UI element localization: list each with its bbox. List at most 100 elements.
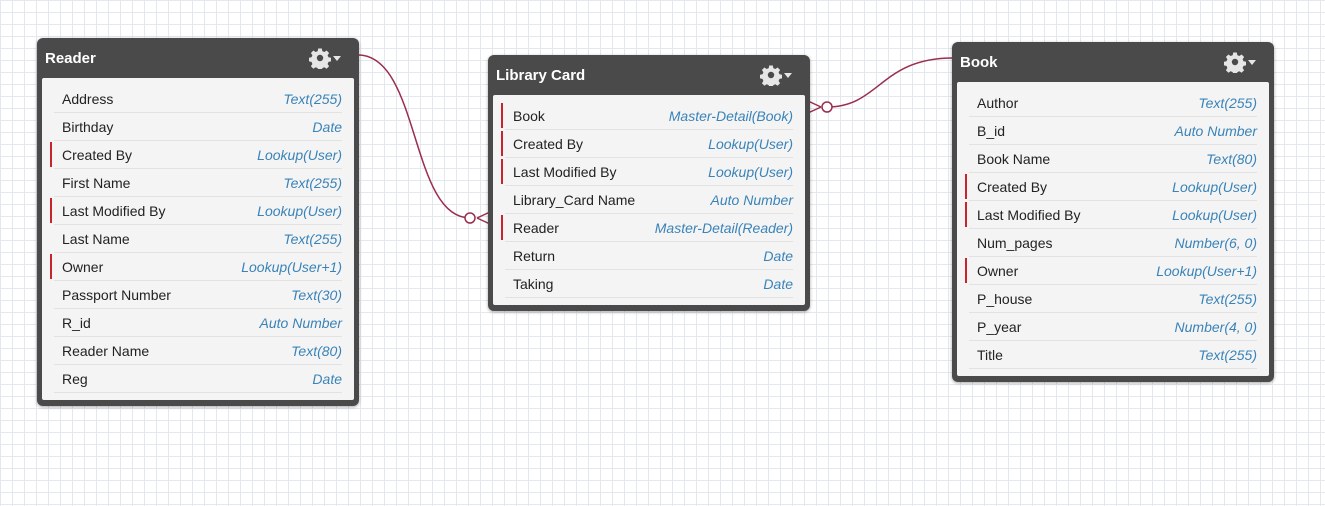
entity-title: Reader xyxy=(45,50,96,67)
field-name: Book xyxy=(513,108,545,124)
gear-icon xyxy=(760,64,782,86)
gear-icon xyxy=(1224,51,1246,73)
gear-icon xyxy=(309,47,331,69)
field-type: Text(255) xyxy=(283,231,342,247)
field-type: Auto Number xyxy=(710,192,793,208)
field-name: Book Name xyxy=(977,151,1051,167)
field-type: Text(80) xyxy=(291,343,342,359)
field-name: Address xyxy=(62,91,114,107)
field-type: Lookup(User) xyxy=(257,147,342,163)
field-type: Date xyxy=(763,248,793,264)
field-type: Text(80) xyxy=(1206,151,1257,167)
field-type: Lookup(User+1) xyxy=(241,259,342,275)
book-to-library-card-connector[interactable] xyxy=(826,57,954,108)
field-row[interactable]: Reg Date xyxy=(54,365,342,393)
settings-menu-button[interactable] xyxy=(760,64,794,86)
settings-menu-button[interactable] xyxy=(309,47,343,69)
field-row[interactable]: Created By Lookup(User) xyxy=(50,141,342,169)
field-name: Author xyxy=(977,95,1019,111)
field-row[interactable]: Return Date xyxy=(505,242,793,270)
field-row[interactable]: Last Name Text(255) xyxy=(54,225,342,253)
field-type: Text(255) xyxy=(1198,291,1257,307)
field-type: Number(4, 0) xyxy=(1174,319,1257,335)
entity-title: Book xyxy=(960,54,998,71)
field-row[interactable]: Owner Lookup(User+1) xyxy=(50,253,342,281)
field-row[interactable]: Title Text(255) xyxy=(969,341,1257,369)
field-name: Created By xyxy=(977,179,1048,195)
field-type: Lookup(User) xyxy=(708,164,793,180)
field-name: Created By xyxy=(62,147,133,163)
field-row[interactable]: Address Text(255) xyxy=(54,85,342,113)
field-name: Taking xyxy=(513,276,554,292)
entity-header: Library Card xyxy=(488,55,810,95)
field-name: Reader xyxy=(513,220,559,236)
field-type: Lookup(User) xyxy=(1172,207,1257,223)
caret-down-icon xyxy=(331,53,343,63)
field-name: Last Modified By xyxy=(513,164,617,180)
field-type: Date xyxy=(312,119,342,135)
field-row[interactable]: P_year Number(4, 0) xyxy=(969,313,1257,341)
reader-lc-optional-circle xyxy=(464,212,476,224)
field-type: Date xyxy=(763,276,793,292)
field-name: Num_pages xyxy=(977,235,1053,251)
field-row[interactable]: Reader Master-Detail(Reader) xyxy=(501,214,793,242)
field-type: Date xyxy=(312,371,342,387)
field-type: Lookup(User) xyxy=(257,203,342,219)
settings-menu-button[interactable] xyxy=(1224,51,1258,73)
field-name: Title xyxy=(977,347,1003,363)
field-type: Text(255) xyxy=(1198,347,1257,363)
field-name: Created By xyxy=(513,136,584,152)
entity-title: Library Card xyxy=(496,67,586,84)
field-type: Lookup(User+1) xyxy=(1156,263,1257,279)
field-row[interactable]: Birthday Date xyxy=(54,113,342,141)
entity-header: Book xyxy=(952,42,1274,82)
field-type: Master-Detail(Reader) xyxy=(654,220,793,236)
field-row[interactable]: Num_pages Number(6, 0) xyxy=(969,229,1257,257)
field-row[interactable]: Last Modified By Lookup(User) xyxy=(965,201,1257,229)
field-row[interactable]: Book Name Text(80) xyxy=(969,145,1257,173)
field-type: Number(6, 0) xyxy=(1174,235,1257,251)
field-name: Owner xyxy=(62,259,104,275)
field-name: P_year xyxy=(977,319,1022,335)
book-lc-optional-circle xyxy=(821,101,833,113)
field-type: Text(255) xyxy=(283,91,342,107)
field-name: Passport Number xyxy=(62,287,171,303)
field-row[interactable]: Owner Lookup(User+1) xyxy=(965,257,1257,285)
field-name: B_id xyxy=(977,123,1006,139)
caret-down-icon xyxy=(782,70,794,80)
field-name: Reg xyxy=(62,371,88,387)
field-name: Return xyxy=(513,248,556,264)
field-row[interactable]: P_house Text(255) xyxy=(969,285,1257,313)
field-name: R_id xyxy=(62,315,91,331)
reader-to-library-card-connector[interactable] xyxy=(357,54,471,219)
field-row[interactable]: Created By Lookup(User) xyxy=(965,173,1257,201)
field-type: Auto Number xyxy=(1174,123,1257,139)
field-name: Birthday xyxy=(62,119,114,135)
field-row[interactable]: Last Modified By Lookup(User) xyxy=(501,158,793,186)
field-name: Last Modified By xyxy=(977,207,1081,223)
field-type: Lookup(User) xyxy=(1172,179,1257,195)
field-name: Owner xyxy=(977,263,1019,279)
field-row[interactable]: B_id Auto Number xyxy=(969,117,1257,145)
field-name: Last Name xyxy=(62,231,130,247)
field-row[interactable]: Taking Date xyxy=(505,270,793,298)
field-name: P_house xyxy=(977,291,1033,307)
